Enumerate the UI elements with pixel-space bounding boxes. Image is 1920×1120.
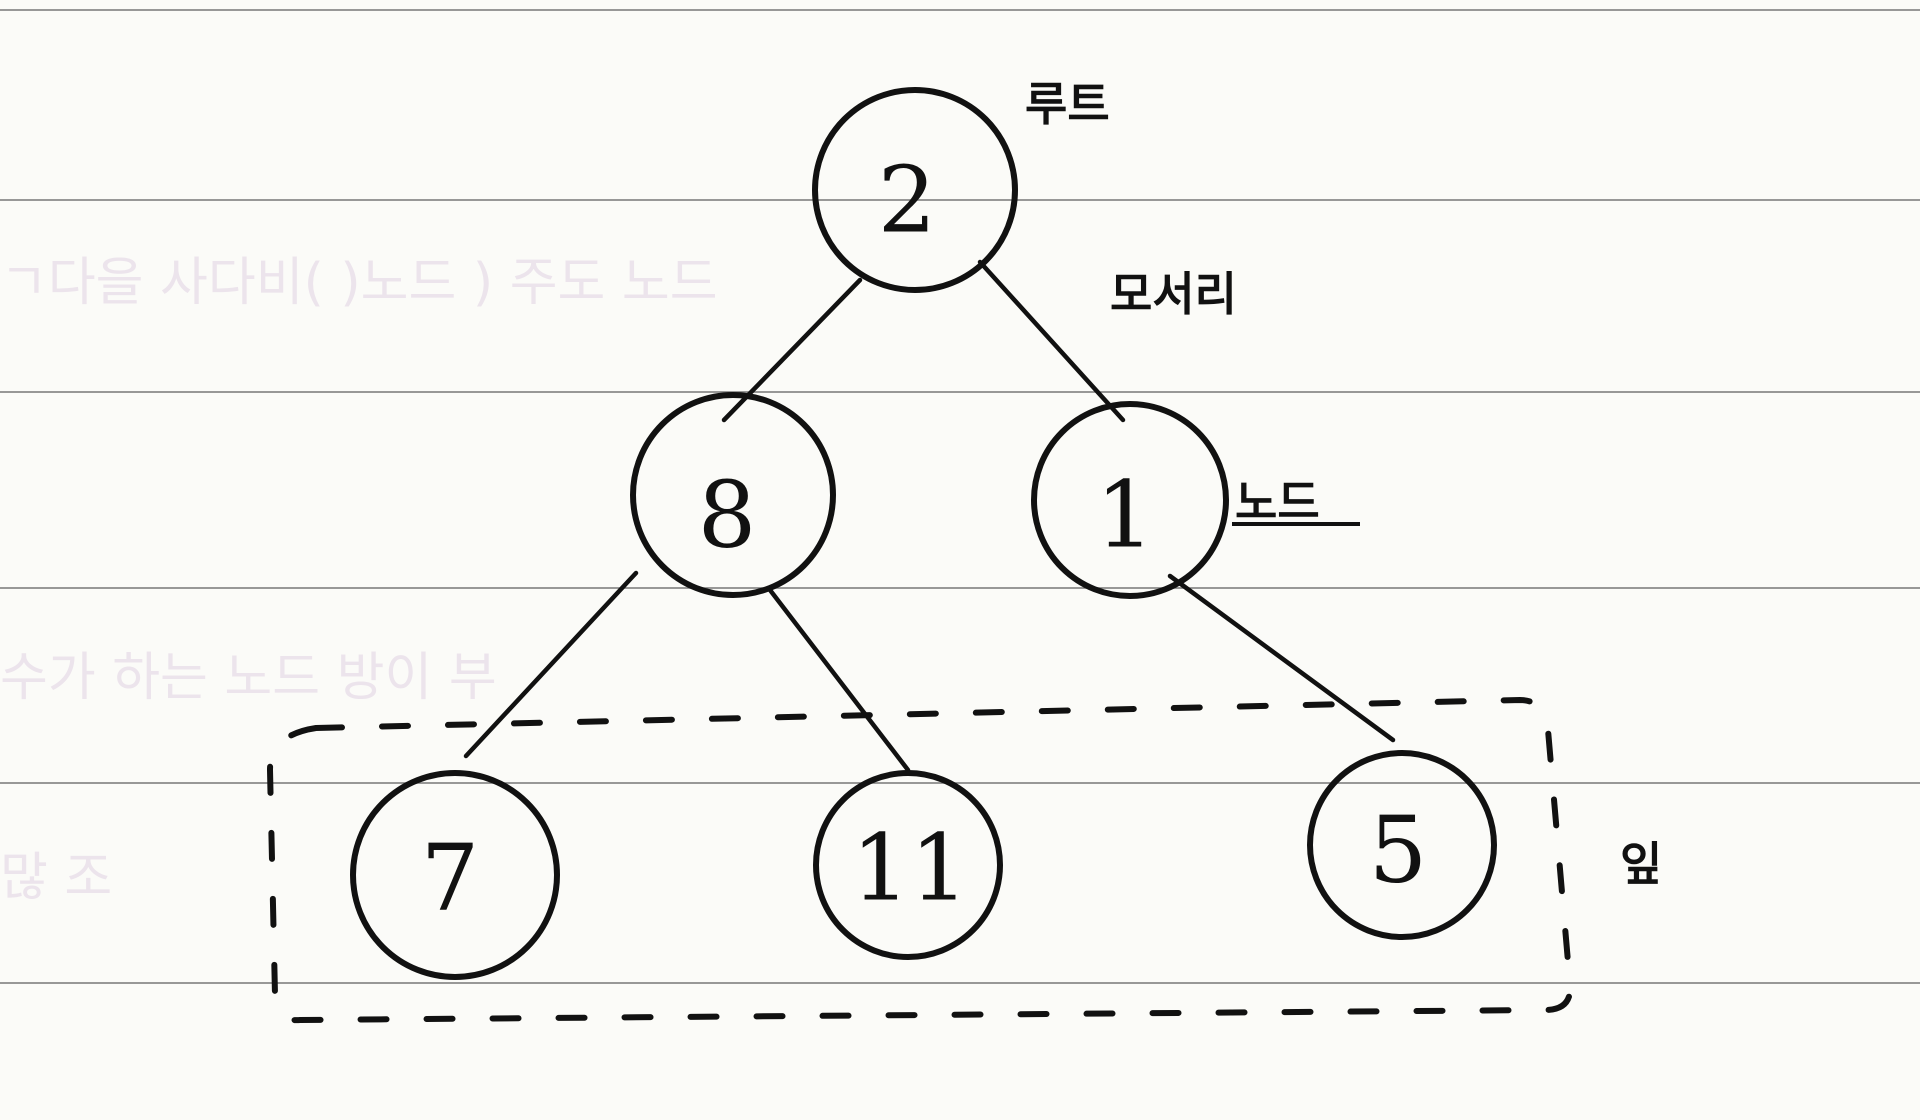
node-2: 2 bbox=[812, 87, 1018, 293]
node-2-label: 2 bbox=[878, 147, 937, 254]
node-11-label: 11 bbox=[851, 815, 968, 922]
edge-1-5 bbox=[1167, 573, 1396, 743]
edge-2-8 bbox=[721, 277, 863, 423]
ghost-line-2: 수가 하는 노드 방이 부 bbox=[0, 648, 497, 708]
ghost-line-1: ㄱ다을 사다비( )노드 ) 주도 노드 bbox=[0, 253, 718, 313]
edge-label: 모서리 bbox=[1110, 267, 1237, 321]
ghost-text: ㄱ다을 사다비( )노드 ) 주도 노드 수가 하는 노드 방이 부 많 조 bbox=[0, 253, 718, 908]
edge-8-11 bbox=[767, 587, 911, 773]
root-label: 루트 bbox=[1025, 77, 1110, 131]
node-11: 11 bbox=[813, 770, 1003, 960]
edge-2-1 bbox=[977, 259, 1126, 423]
node-label: 노드 bbox=[1235, 475, 1320, 529]
edges bbox=[463, 259, 1396, 773]
node-7-label: 7 bbox=[421, 825, 480, 932]
node-8-label: 8 bbox=[698, 462, 757, 569]
node-5: 5 bbox=[1307, 750, 1497, 940]
node-7: 7 bbox=[350, 770, 560, 980]
node-8: 8 bbox=[630, 392, 836, 598]
node-1-label: 1 bbox=[1096, 462, 1155, 569]
leaf-label: 잎 bbox=[1620, 837, 1662, 891]
ghost-line-3: 많 조 bbox=[0, 848, 112, 908]
edge-8-7 bbox=[463, 570, 639, 759]
node-1: 1 bbox=[1031, 401, 1229, 599]
ruled-lines bbox=[0, 9, 1920, 984]
node-5-label: 5 bbox=[1369, 797, 1428, 904]
node-label-group: 노드 bbox=[1232, 475, 1360, 529]
